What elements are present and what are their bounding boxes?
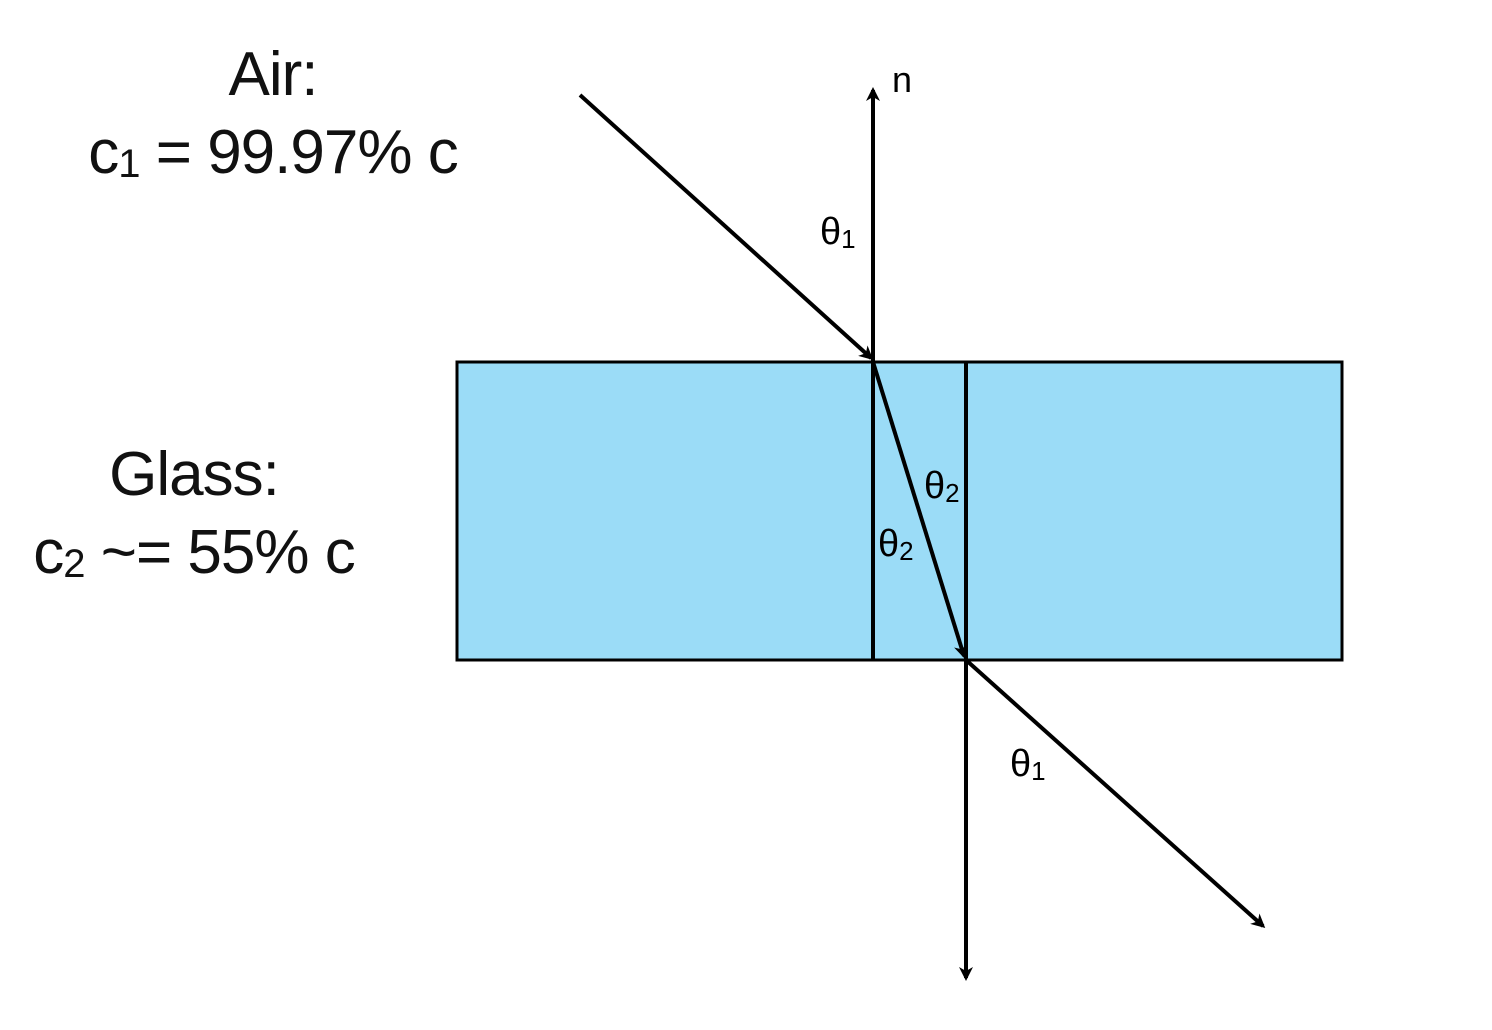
air-speed: c1 = 99.97% c bbox=[88, 118, 458, 187]
normal-label: n bbox=[892, 59, 912, 100]
glass-medium-label: Glass: c2 ~= 55% c bbox=[4, 440, 384, 587]
angle-label-incident: θ1 bbox=[820, 211, 856, 254]
angle-label-refracted-left: θ2 bbox=[878, 523, 914, 566]
glass-speed: c2 ~= 55% c bbox=[33, 518, 355, 587]
glass-name: Glass: bbox=[109, 440, 280, 509]
emergent-ray bbox=[964, 658, 1266, 929]
glass-slab bbox=[455, 360, 1344, 662]
refracted-ray bbox=[871, 361, 968, 659]
angle-label-refracted-right: θ2 bbox=[924, 465, 960, 508]
air-medium-label: Air: c1 = 99.97% c bbox=[60, 40, 486, 187]
incident-ray bbox=[578, 93, 874, 361]
angle-label-exit: θ1 bbox=[1010, 743, 1046, 786]
air-name: Air: bbox=[228, 40, 319, 109]
